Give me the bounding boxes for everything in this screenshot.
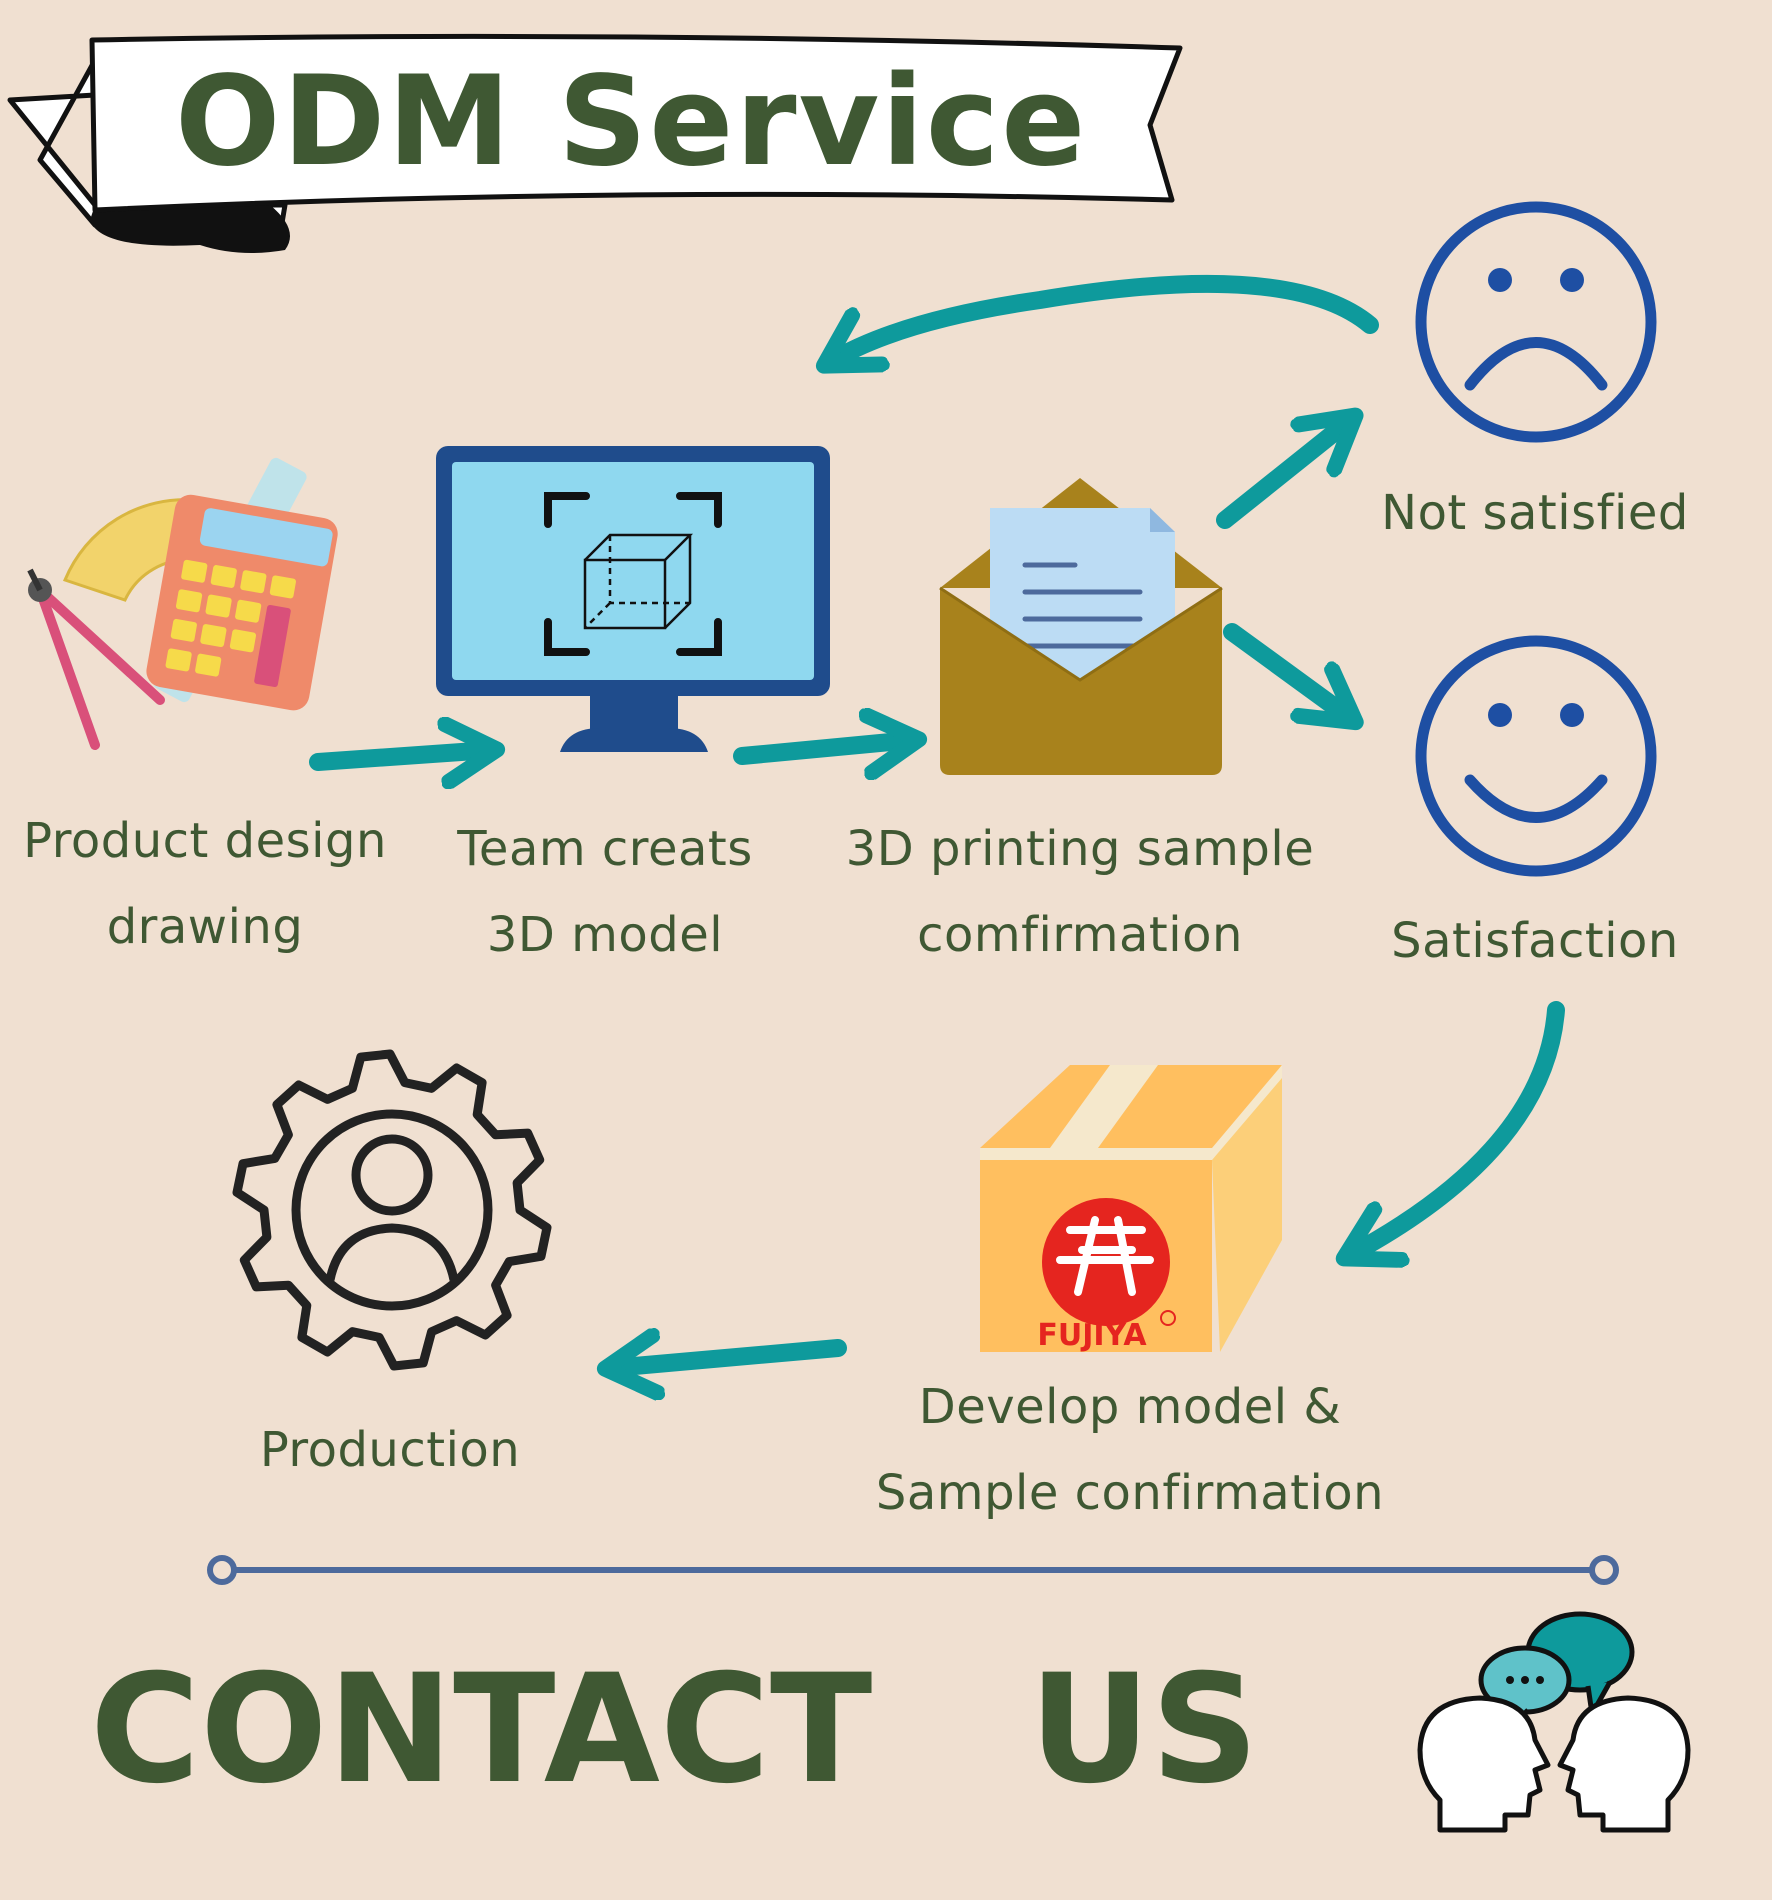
sad-face-icon — [1415, 201, 1657, 443]
box-brand-label: FUJIYA — [1037, 1318, 1147, 1353]
arrow-develop-to-production — [612, 1348, 847, 1368]
satisfied-label: Satisfaction — [1391, 913, 1679, 969]
drafting-tools-icon — [27, 457, 338, 750]
arrow-design-to-model — [309, 750, 490, 762]
smile-face-icon — [1415, 635, 1657, 877]
step-develop-line1: Develop model & — [918, 1379, 1342, 1435]
not-satisfied-label: Not satisfied — [1381, 485, 1689, 541]
step-model-label: Team creats 3D model — [445, 806, 765, 978]
contact-divider — [207, 1555, 1619, 1585]
step-print-line1: 3D printing sample — [845, 821, 1315, 877]
step-design-label: Product design drawing — [20, 798, 390, 970]
flow-arrows — [309, 274, 1565, 1368]
arrow-print-to-not-satisfied — [1216, 420, 1350, 529]
arrow-not-satisfied-back — [830, 274, 1379, 362]
arrow-satisfied-to-develop — [1350, 1001, 1565, 1255]
title-banner — [7, 33, 1183, 254]
step-model-line1: Team creats — [457, 821, 753, 877]
step-model-line2: 3D model — [486, 907, 724, 963]
gear-person-icon — [232, 1049, 552, 1371]
conversation-heads-icon — [1417, 1611, 1691, 1833]
monitor-3d-cube-icon — [436, 446, 830, 752]
step-production-label: Production — [259, 1422, 521, 1478]
step-print-line2: comfirmation — [917, 907, 1243, 963]
step-develop-label: Develop model & Sample confirmation — [840, 1364, 1420, 1536]
envelope-letter-icon — [939, 478, 1223, 775]
step-design-line2: drawing — [106, 899, 304, 955]
step-print-label: 3D printing sample comfirmation — [830, 806, 1330, 978]
package-box-icon: FUJIYA — [980, 1065, 1282, 1353]
page-title: ODM Service — [175, 50, 1088, 194]
arrow-model-to-print — [733, 740, 912, 756]
step-design-line1: Product design — [23, 813, 387, 869]
step-develop-line2: Sample confirmation — [875, 1465, 1385, 1521]
contact-us-heading[interactable]: CONTACT US — [90, 1643, 1259, 1817]
arrow-print-to-satisfied — [1223, 623, 1350, 718]
